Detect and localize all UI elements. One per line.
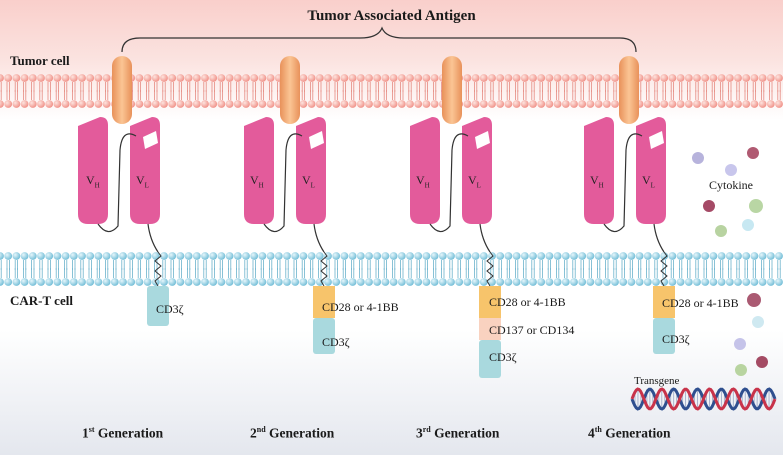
cytokine-particle [749, 199, 763, 213]
costim-domain [313, 286, 335, 318]
transgene-label: Transgene [634, 375, 680, 387]
vl-label: VL [468, 173, 481, 190]
generation-label-1: 1st Generation [82, 425, 164, 441]
vl-label: VL [642, 173, 655, 190]
cytokine-particle [734, 338, 746, 350]
tumor-antigen [112, 56, 132, 124]
generation-label-3: 3rd Generation [416, 425, 500, 441]
costim-label: CD28 or 4-1BB [662, 296, 739, 310]
generation-label-4: 4th Generation [588, 425, 671, 441]
antigen-brace [121, 26, 637, 53]
tumor-antigen [442, 56, 462, 124]
transgene-dna-icon [630, 387, 777, 411]
cytokine-particle [735, 364, 747, 376]
cytokine-particle [752, 316, 764, 328]
vh-domain [584, 117, 614, 224]
cytokine-label: Cytokine [709, 178, 753, 192]
cytokine-particle [756, 356, 768, 368]
cytokine-particle [692, 152, 704, 164]
antigen-label: Tumor Associated Antigen [307, 8, 476, 24]
car-t-cell-label: CAR-T cell [10, 293, 73, 308]
costim-domain [653, 286, 675, 318]
scfv-linker [263, 133, 303, 233]
costim-label: CD28 or 4-1BB [489, 295, 566, 309]
tumor-cell-label: Tumor cell [10, 53, 70, 68]
vh-label: VH [416, 173, 430, 190]
cytokine-particle [747, 147, 759, 159]
cytokine-particle [742, 219, 754, 231]
costim-domain [479, 286, 501, 318]
vh-domain [78, 117, 108, 224]
car-unit-3 [410, 56, 501, 378]
cd3z-domain [147, 286, 169, 326]
generation-label-2: 2nd Generation [250, 425, 335, 441]
costim-label: CD28 or 4-1BB [322, 300, 399, 314]
cd3z-domain [479, 340, 501, 378]
cd3z-label: CD3ζ [156, 302, 184, 316]
cytokine-particle [725, 164, 737, 176]
cd3z-domain [653, 318, 675, 354]
cytokine-particle [747, 293, 761, 307]
car-unit-2 [244, 56, 335, 354]
cd3z-label: CD3ζ [662, 332, 690, 346]
vh-label: VH [86, 173, 100, 190]
scfv-linker [429, 133, 469, 233]
car-unit-1 [78, 56, 169, 326]
vl-label: VL [302, 173, 315, 190]
cytokine-particle [703, 200, 715, 212]
tumor-antigen [619, 56, 639, 124]
cd3z-label: CD3ζ [322, 335, 350, 349]
vh-label: VH [250, 173, 264, 190]
car-t-cell-membrane [0, 252, 783, 286]
tumor-antigen [280, 56, 300, 124]
cytokine-particles [692, 147, 768, 376]
cd137-domain [479, 318, 501, 340]
vh-domain [410, 117, 440, 224]
car-unit-4 [584, 56, 675, 354]
cd137-label: CD137 or CD134 [489, 323, 575, 337]
vh-label: VH [590, 173, 604, 190]
scfv-linker [97, 133, 137, 233]
vh-domain [244, 117, 274, 224]
cd3z-label: CD3ζ [489, 350, 517, 364]
scfv-linker [603, 133, 643, 233]
cytokine-particle [715, 225, 727, 237]
vl-label: VL [136, 173, 149, 190]
cd3z-domain [313, 318, 335, 354]
